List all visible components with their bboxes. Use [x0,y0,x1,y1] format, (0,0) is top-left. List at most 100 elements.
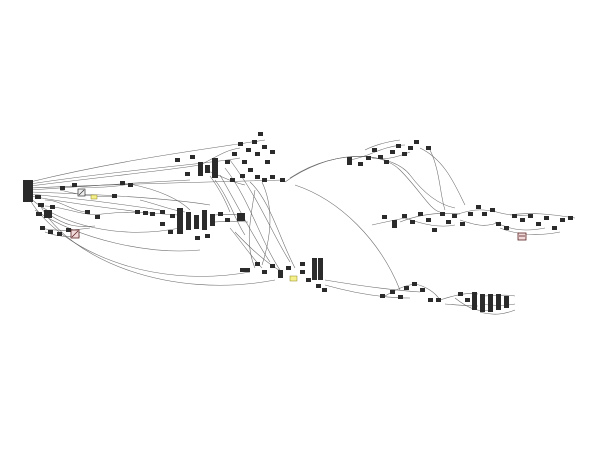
right-chain[interactable] [382,205,573,241]
node[interactable] [177,208,183,234]
lower-cluster[interactable] [240,258,327,292]
node[interactable] [512,214,517,218]
node[interactable] [402,214,407,218]
node[interactable] [60,186,65,190]
node[interactable] [286,266,291,270]
node[interactable] [66,228,71,232]
node[interactable] [143,211,148,215]
node[interactable] [432,228,437,232]
node[interactable] [384,160,389,164]
node[interactable] [412,282,417,286]
node[interactable] [168,230,173,234]
node[interactable] [35,195,41,199]
node[interactable] [270,264,275,268]
node[interactable] [262,145,267,149]
node[interactable] [38,203,44,207]
node[interactable] [255,262,260,266]
node[interactable] [476,205,481,209]
node[interactable] [135,210,140,214]
node[interactable] [48,230,53,234]
node[interactable] [446,220,451,224]
node[interactable] [120,181,125,185]
node[interactable] [482,212,487,216]
node[interactable] [372,148,377,152]
node[interactable] [262,178,267,182]
upper-cluster[interactable] [175,132,285,182]
node[interactable] [390,150,395,154]
node[interactable] [190,155,195,159]
node[interactable] [396,144,401,148]
node[interactable] [258,132,263,136]
node[interactable] [496,294,501,310]
input-cluster[interactable] [23,180,148,239]
node[interactable] [380,294,385,298]
node[interactable] [392,220,397,228]
center-cluster[interactable] [150,208,245,240]
node[interactable] [436,298,441,302]
node[interactable] [150,212,155,216]
node[interactable] [240,174,245,178]
node[interactable] [312,258,317,280]
node[interactable] [40,226,45,230]
node[interactable] [306,278,311,282]
node[interactable] [410,220,415,224]
node[interactable] [255,152,260,156]
panel-icon-right[interactable] [517,232,527,241]
node[interactable] [468,212,473,216]
node[interactable] [504,296,509,308]
node[interactable] [210,214,215,226]
node[interactable] [238,142,243,146]
node[interactable] [300,262,305,266]
node[interactable] [528,214,533,218]
node[interactable] [270,175,275,179]
node[interactable] [280,178,285,182]
node[interactable] [85,210,90,214]
node[interactable] [160,222,165,226]
node[interactable] [232,152,237,156]
node[interactable] [378,155,383,159]
node[interactable] [520,218,525,222]
node[interactable] [218,212,223,216]
node[interactable] [270,150,275,154]
node[interactable] [390,290,395,294]
node[interactable] [426,146,431,150]
node[interactable] [426,218,431,222]
node[interactable] [452,214,457,218]
node[interactable] [465,298,470,302]
bottom-right-cluster[interactable] [380,282,509,312]
node[interactable] [44,210,52,218]
node[interactable] [560,218,565,222]
node[interactable] [195,236,200,240]
node[interactable] [552,226,557,230]
node[interactable] [568,216,573,220]
node[interactable] [72,183,77,187]
node[interactable] [255,175,260,179]
input-bundle-node[interactable] [23,180,33,202]
node[interactable] [544,216,549,220]
node[interactable] [194,215,199,229]
node[interactable] [170,214,175,218]
node[interactable] [382,215,387,219]
node[interactable] [322,288,327,292]
node[interactable] [536,222,541,226]
node[interactable] [265,160,270,164]
node[interactable] [472,292,477,310]
node[interactable] [175,158,180,162]
node[interactable] [440,212,445,216]
top-right-cluster[interactable] [347,140,431,166]
node[interactable] [480,294,485,312]
node[interactable] [186,212,191,230]
node[interactable] [50,205,55,209]
node[interactable] [246,148,251,152]
node[interactable] [402,152,407,156]
node[interactable] [414,140,419,144]
node[interactable] [202,210,207,230]
node[interactable] [205,234,210,238]
node[interactable] [408,146,413,150]
node[interactable] [428,298,433,302]
node[interactable] [212,158,218,178]
highlight-node[interactable] [90,194,98,200]
node[interactable] [198,162,203,176]
